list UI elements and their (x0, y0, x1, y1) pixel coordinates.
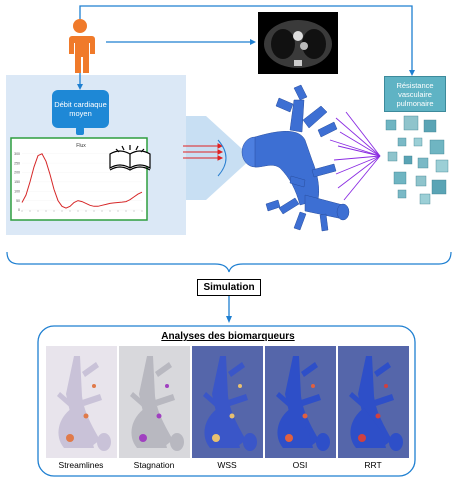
panel-stagnation-vessel (130, 356, 184, 451)
panel-hotspot (238, 384, 242, 388)
panel-hotspot (92, 384, 96, 388)
tissue-tile (431, 179, 447, 195)
person-icon (68, 19, 95, 73)
tissue-tile (419, 193, 431, 205)
y-tick-label: 200 (14, 171, 20, 175)
resistance-link (343, 155, 381, 201)
tissue-tile (417, 157, 429, 169)
caption-streamlines: Streamlines (58, 460, 104, 470)
debit-cardiaque-box: Débit cardiaque moyen (52, 90, 109, 128)
panel-hotspot (375, 413, 381, 419)
caption-wss: WSS (217, 460, 237, 470)
chart-title: Flux (76, 143, 86, 149)
tissue-tiles (385, 115, 449, 205)
top-connector (79, 5, 413, 72)
panel-hotspot (139, 434, 147, 442)
flux-chart: 300 250 200 150 100 50 0 (14, 152, 143, 212)
caption-osi: OSI (292, 460, 308, 470)
resistance-link (335, 117, 381, 157)
tissue-tile (385, 119, 397, 131)
flux-series-line (21, 153, 143, 209)
panel-hotspot (66, 434, 74, 442)
ct-scan-image (258, 12, 338, 74)
panel-hotspot (229, 413, 235, 419)
resistance-link (333, 155, 381, 161)
y-tick-label: 150 (14, 180, 20, 184)
summary-brace (6, 251, 452, 273)
panel-rrt-vessel (349, 356, 403, 451)
biomarker-panels (46, 346, 409, 458)
panel-hotspot (156, 413, 162, 419)
caption-rrt: RRT (364, 460, 382, 470)
resistance-link (335, 155, 381, 175)
arrowhead-analysis (226, 316, 232, 323)
plus-connector (76, 127, 84, 135)
tissue-tile (423, 119, 437, 133)
panel-hotspot (302, 413, 308, 419)
y-tick-label: 250 (14, 161, 20, 165)
resistance-link (339, 131, 381, 157)
tissue-tile (393, 171, 407, 185)
tissue-tile (415, 175, 427, 187)
y-tick-label: 100 (14, 189, 20, 193)
y-tick-label: 0 (18, 208, 20, 212)
tissue-tile (397, 189, 407, 199)
tissue-tile (413, 137, 423, 147)
arrowhead-rvp (409, 70, 415, 76)
resistance-links (329, 111, 381, 201)
panel-hotspot (285, 434, 293, 442)
panel-hotspot (212, 434, 220, 442)
y-tick-label: 50 (16, 199, 20, 203)
vessel-mesh (241, 84, 350, 232)
panel-hotspot (311, 384, 315, 388)
tissue-tile (387, 151, 398, 162)
tissue-tile (403, 115, 419, 131)
inflow-curve (217, 139, 227, 177)
book-icon (109, 145, 151, 171)
y-tick-label: 300 (14, 152, 20, 156)
panel-hotspot (358, 434, 366, 442)
simulation-label: Simulation (197, 279, 261, 296)
resistance-link (329, 139, 381, 157)
resistance-link (337, 155, 381, 189)
panel-hotspot (83, 413, 89, 419)
analysis-title: Analyses des biomarqueurs (161, 331, 295, 342)
resistance-link (345, 111, 381, 157)
resistance-vasculaire-box: Résistance vasculaire pulmonaire (384, 76, 446, 112)
tissue-tile (403, 155, 413, 165)
tissue-tile (435, 159, 449, 173)
caption-stagnation: Stagnation (133, 460, 175, 470)
panel-hotspot (384, 384, 388, 388)
panel-hotspot (165, 384, 169, 388)
arrowhead-ct (250, 39, 256, 45)
resistance-link (337, 145, 381, 157)
tissue-tile (429, 139, 445, 155)
tissue-tile (397, 137, 407, 147)
arrowhead-debit (77, 84, 83, 90)
inflow-arrows (183, 143, 224, 161)
flux-chart-frame (10, 137, 148, 221)
